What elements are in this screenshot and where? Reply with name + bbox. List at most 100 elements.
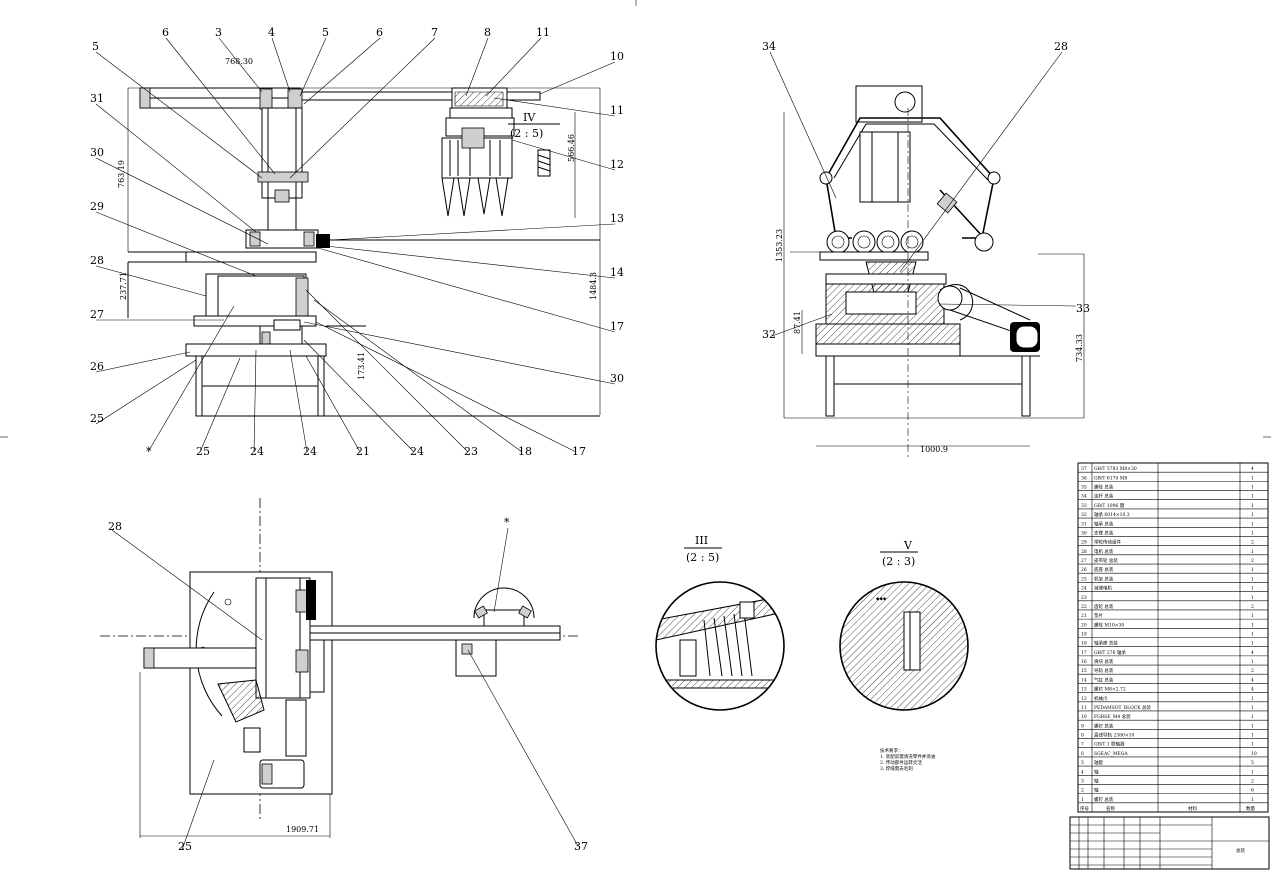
front-view: IV (2 : 5)	[90, 26, 624, 458]
callout-label: 8	[484, 26, 491, 39]
bom-row-no: 4	[1081, 769, 1084, 775]
callout-label: 30	[610, 372, 624, 385]
bom-row-name: 螺钉 M8×2.72	[1094, 686, 1126, 693]
bom-row-qty: 1	[1251, 494, 1254, 500]
callout-label: 11	[536, 26, 550, 39]
bom-row-qty: 4	[1251, 687, 1254, 693]
bom-header-cell: 序号	[1080, 805, 1089, 812]
bom-row-qty: 1	[1251, 530, 1254, 536]
bom-row-name: 减速电机	[1094, 585, 1112, 592]
bom-row-no: 24	[1081, 586, 1087, 592]
callout-label: 3	[215, 26, 222, 39]
dim-base-height: 237.71	[119, 272, 128, 300]
bom-row-no: 2	[1081, 788, 1084, 794]
bom-row-no: 28	[1081, 549, 1087, 555]
callout-label: 25	[90, 412, 104, 425]
bom-row-qty: 1	[1251, 521, 1254, 527]
bom-row-qty: 1	[1251, 586, 1254, 592]
bom-row-qty: 1	[1251, 659, 1254, 665]
bom-row-qty: 2	[1251, 668, 1254, 674]
dim-side-height1: 1353.23	[775, 229, 784, 262]
bom-row-qty: 1	[1251, 769, 1254, 775]
bom-row-name: 轴承 总装	[1094, 520, 1114, 527]
bom-row-qty: 4	[1251, 677, 1254, 683]
dim-top-width: 1909.71	[286, 825, 319, 834]
tech-note: 1. 装配前需清洗零件并涂油	[880, 753, 936, 760]
bom-row-no: 18	[1081, 641, 1087, 647]
bom-row-no: 5	[1081, 760, 1084, 766]
callout-label: 18	[518, 445, 532, 458]
bom-row-no: 13	[1081, 687, 1087, 693]
callout-label: 5	[322, 26, 329, 39]
callout-label: 31	[90, 92, 104, 105]
bom-header-cell: 数量	[1246, 805, 1255, 812]
bom-row-name: 螺钉 总装	[1094, 796, 1114, 803]
bom-row-name: 轴	[1094, 787, 1099, 794]
callout-label: 10	[610, 50, 624, 63]
bom-row-qty: 1	[1251, 512, 1254, 518]
bom-row-no: 23	[1081, 595, 1087, 601]
bom-row-no: 30	[1081, 530, 1087, 536]
callout-label: 14	[610, 266, 624, 279]
tech-note: 3. 焊缝需去毛刺	[880, 765, 913, 772]
bom-row-qty: 4	[1251, 466, 1254, 472]
callout-label: 27	[90, 308, 104, 321]
bom-row-name: 螺钉 总装	[1094, 722, 1114, 729]
bom-row-name: 轴套	[1094, 759, 1103, 766]
dim-right-height: 173.41	[357, 352, 366, 380]
bom-row-name: 螺栓 M10×30	[1094, 621, 1124, 628]
bom-row-qty: 1	[1251, 797, 1254, 803]
bom-row-no: 21	[1081, 613, 1087, 619]
bom-row-no: 31	[1081, 521, 1087, 527]
callout-label: 13	[610, 212, 624, 225]
bom-row-no: 29	[1081, 540, 1087, 546]
bom-header-cell: 材料	[1188, 805, 1197, 812]
dim-left-height: 763.19	[117, 160, 126, 188]
bom-row-qty: 2	[1251, 540, 1254, 546]
bom-row-no: 15	[1081, 668, 1087, 674]
callout-label: *	[504, 516, 510, 529]
side-view: 1353.23 87.41 734.33 1000.9 34 28 33 32	[762, 40, 1090, 460]
callout-label: 24	[303, 445, 317, 458]
bom-row-no: 36	[1081, 475, 1087, 481]
bom-row-qty: 1	[1251, 632, 1254, 638]
bom-row-qty: 4	[1251, 650, 1254, 656]
bom-row-qty: 1	[1251, 485, 1254, 491]
bom-row-name: GB/T 1096 键	[1094, 502, 1125, 509]
bom-row-qty: 1	[1251, 733, 1254, 739]
bom-row-name: 直线导轨 2380×10	[1094, 732, 1135, 739]
bom-row-qty: 1	[1251, 613, 1254, 619]
callout-label: 32	[762, 328, 776, 341]
bom-row-no: 37	[1081, 466, 1087, 472]
callout-label: 23	[464, 445, 478, 458]
bom-row-qty: 1	[1251, 567, 1254, 573]
bom-row-qty: 1	[1251, 705, 1254, 711]
bom-row-name: 齿轮 总装	[1094, 603, 1114, 610]
bom-row-qty: 1	[1251, 549, 1254, 555]
bom-row-name: 轴承座 总装	[1094, 640, 1118, 647]
title-block-title: 总装	[1236, 847, 1245, 854]
dim-box-height: 566.46	[567, 134, 576, 162]
bom-row-no: 1	[1081, 797, 1084, 803]
tech-notes: 技术要求： 1. 装配前需清洗零件并涂油 2. 传动部件运转灵活 3. 焊缝需去…	[880, 747, 936, 772]
tech-note: 技术要求：	[880, 747, 903, 754]
detail-v-scale: (2 : 3)	[882, 555, 915, 568]
bom-row-no: 35	[1081, 485, 1087, 491]
callout-label: 29	[90, 200, 104, 213]
bom-row-name: 底座 总装	[1094, 566, 1114, 573]
bom-row-no: 14	[1081, 677, 1087, 683]
callout-label: 4	[268, 26, 275, 39]
bom-row-name: 垫片	[1094, 612, 1103, 619]
detail-iii-scale: (2 : 5)	[686, 551, 719, 564]
callout-label: 34	[762, 40, 776, 53]
callout-label: 25	[196, 445, 210, 458]
title-block: 总装	[1069, 816, 1270, 870]
callout-label: 17	[610, 320, 624, 333]
bom-row-no: 3	[1081, 778, 1084, 784]
bom-row-no: 34	[1081, 494, 1087, 500]
callout-label: 28	[1054, 40, 1068, 53]
bom-row-qty: 1	[1251, 622, 1254, 628]
bom-row-qty: 1	[1251, 714, 1254, 720]
